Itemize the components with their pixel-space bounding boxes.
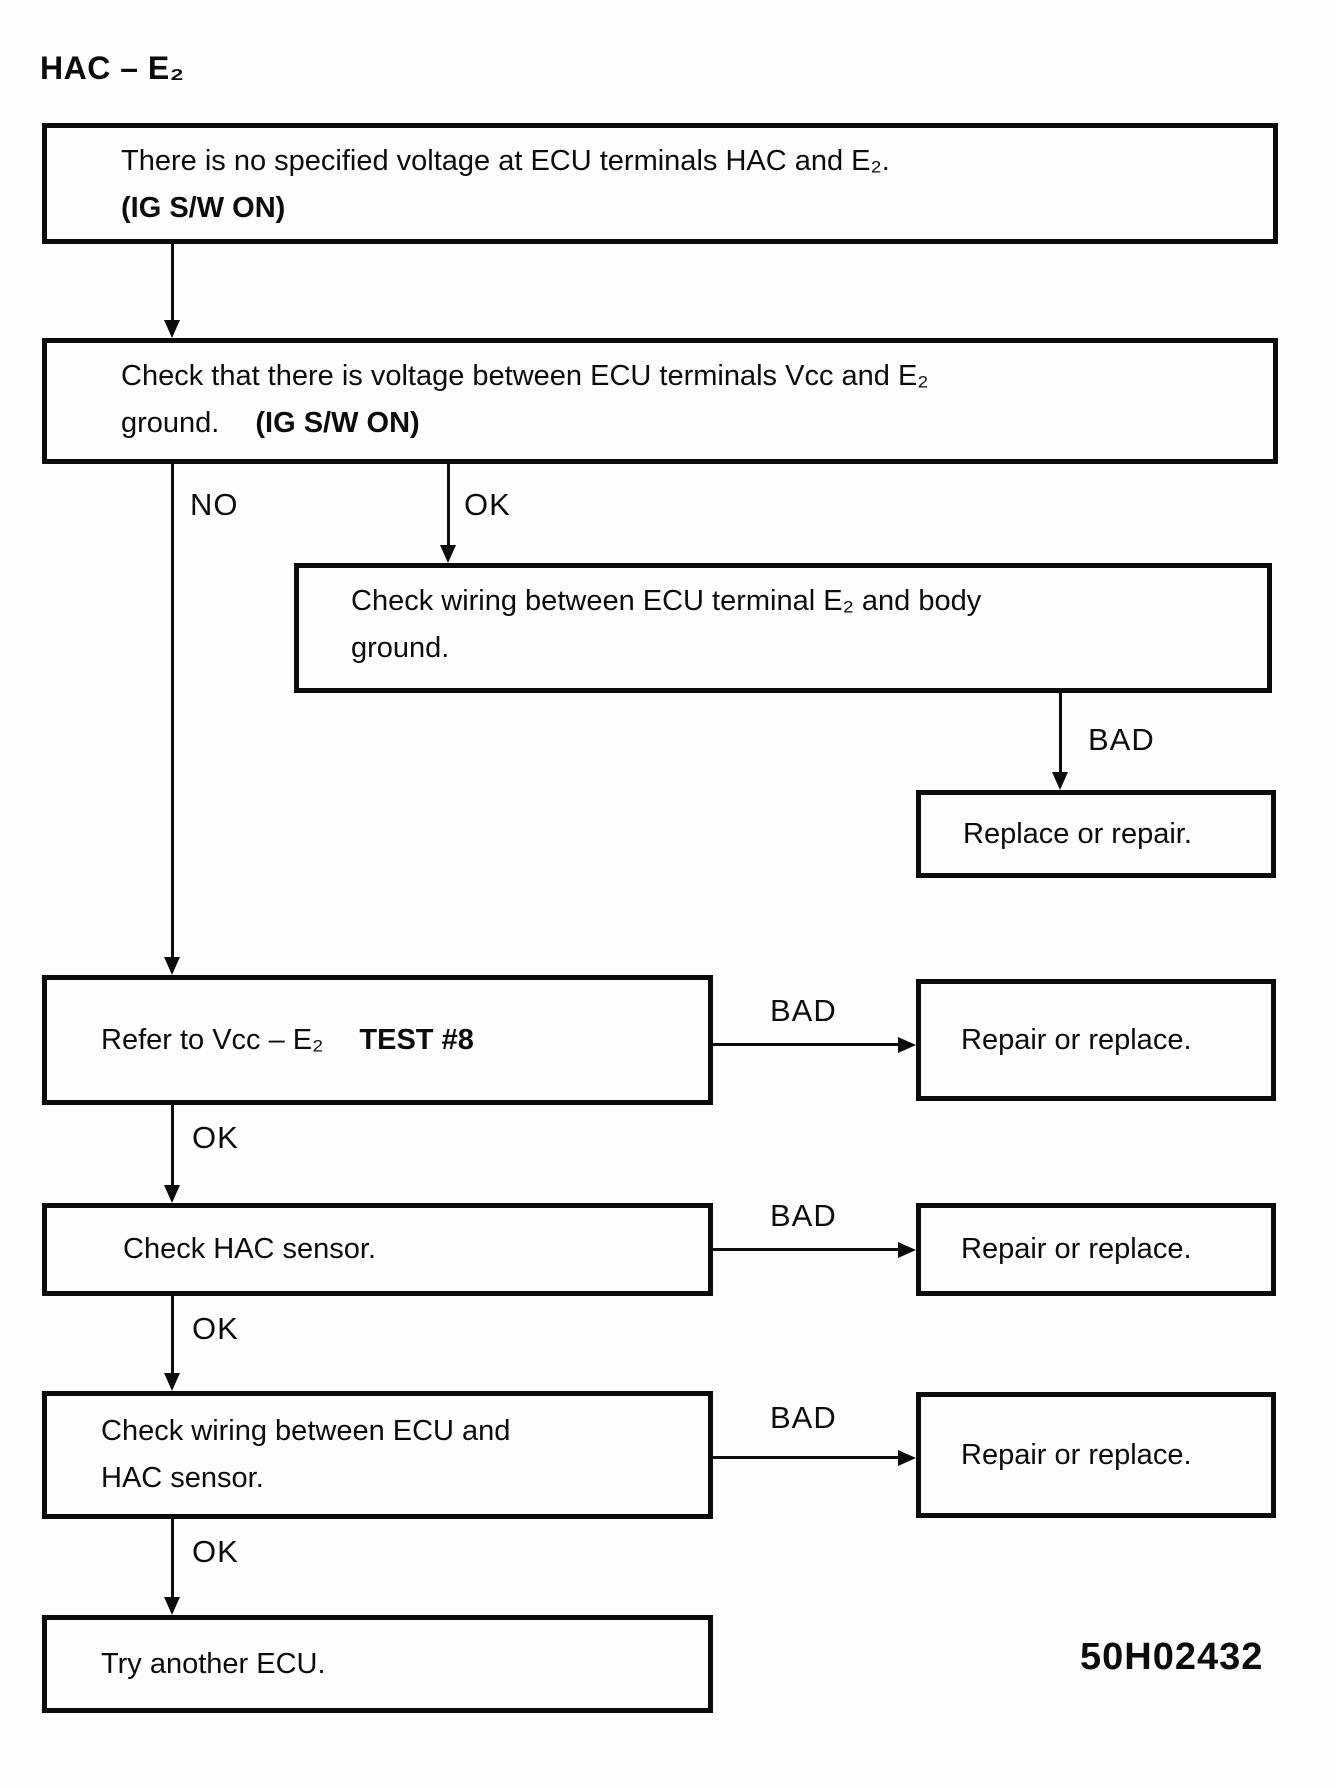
- arrow-line: [171, 1519, 174, 1597]
- refer-vcc-e2-test8-box: Refer to Vcc – E₂ TEST #8: [42, 975, 713, 1105]
- repair-or-replace-text: Repair or replace.: [961, 1023, 1192, 1056]
- symptom-line1: There is no specified voltage at ECU ter…: [121, 145, 890, 177]
- branch-label-ok-1: OK: [464, 487, 511, 522]
- symptom-line2: (IG S/W ON): [121, 192, 286, 224]
- arrow-head-right-icon: [898, 1242, 916, 1258]
- arrow-head-down-icon: [164, 957, 180, 975]
- check-vcc-line2: ground.: [121, 407, 220, 439]
- branch-label-ok-4: OK: [192, 1534, 239, 1569]
- repair-or-replace-box-1: Repair or replace.: [916, 979, 1276, 1101]
- replace-or-repair-box: Replace or repair.: [916, 790, 1276, 878]
- arrow-head-down-icon: [440, 545, 456, 563]
- branch-label-no: NO: [190, 487, 239, 522]
- arrow-head-right-icon: [898, 1450, 916, 1466]
- arrow-head-down-icon: [164, 1185, 180, 1203]
- symptom-box: There is no specified voltage at ECU ter…: [42, 123, 1278, 244]
- repair-or-replace-box-3: Repair or replace.: [916, 1392, 1276, 1518]
- repair-or-replace-text: Repair or replace.: [961, 1233, 1192, 1265]
- arrow-head-down-icon: [164, 320, 180, 338]
- arrow-line: [171, 1296, 174, 1373]
- arrow-head-down-icon: [164, 1373, 180, 1391]
- arrow-line: [171, 243, 174, 322]
- page-title: HAC – E₂: [40, 50, 185, 86]
- check-hac-sensor-box: Check HAC sensor.: [42, 1203, 713, 1296]
- arrow-head-down-icon: [164, 1597, 180, 1615]
- arrow-line: [713, 1043, 900, 1046]
- arrow-line: [1059, 693, 1062, 772]
- document-code: 50H02432: [1080, 1636, 1264, 1678]
- repair-or-replace-text: Repair or replace.: [961, 1438, 1192, 1471]
- check-vcc-line1: Check that there is voltage between ECU …: [121, 360, 929, 392]
- arrow-line: [171, 1105, 174, 1185]
- arrow-head-down-icon: [1052, 772, 1068, 790]
- try-another-ecu-text: Try another ECU.: [101, 1647, 326, 1680]
- check-wiring-ecu-hac-box: Check wiring between ECU and HAC sensor.: [42, 1391, 713, 1519]
- branch-label-ok-3: OK: [192, 1311, 239, 1346]
- wiring-ecu-hac-line1: Check wiring between ECU and: [101, 1415, 511, 1447]
- arrow-line: [171, 464, 174, 957]
- refer-vcc-text: Refer to Vcc – E₂: [101, 1023, 324, 1056]
- branch-label-bad-3: BAD: [770, 1198, 837, 1233]
- arrow-head-right-icon: [898, 1037, 916, 1053]
- arrow-line: [713, 1248, 900, 1251]
- branch-label-bad-2: BAD: [770, 993, 837, 1028]
- try-another-ecu-box: Try another ECU.: [42, 1615, 713, 1713]
- branch-label-bad-4: BAD: [770, 1400, 837, 1435]
- refer-vcc-test-number: TEST #8: [359, 1023, 474, 1056]
- check-hac-sensor-text: Check HAC sensor.: [123, 1233, 377, 1265]
- wiring-e2-line2: ground.: [351, 632, 450, 664]
- check-vcc-e2-voltage-box: Check that there is voltage between ECU …: [42, 338, 1278, 464]
- arrow-line: [447, 464, 450, 545]
- check-vcc-line2-bold: (IG S/W ON): [255, 407, 420, 439]
- arrow-line: [713, 1456, 900, 1459]
- wiring-ecu-hac-line2: HAC sensor.: [101, 1462, 264, 1494]
- repair-or-replace-box-2: Repair or replace.: [916, 1203, 1276, 1296]
- branch-label-bad-1: BAD: [1088, 722, 1155, 757]
- branch-label-ok-2: OK: [192, 1120, 239, 1155]
- replace-or-repair-text: Replace or repair.: [963, 817, 1192, 850]
- wiring-e2-line1: Check wiring between ECU terminal E₂ and…: [351, 585, 982, 617]
- check-wiring-e2-body-ground-box: Check wiring between ECU terminal E₂ and…: [294, 563, 1272, 693]
